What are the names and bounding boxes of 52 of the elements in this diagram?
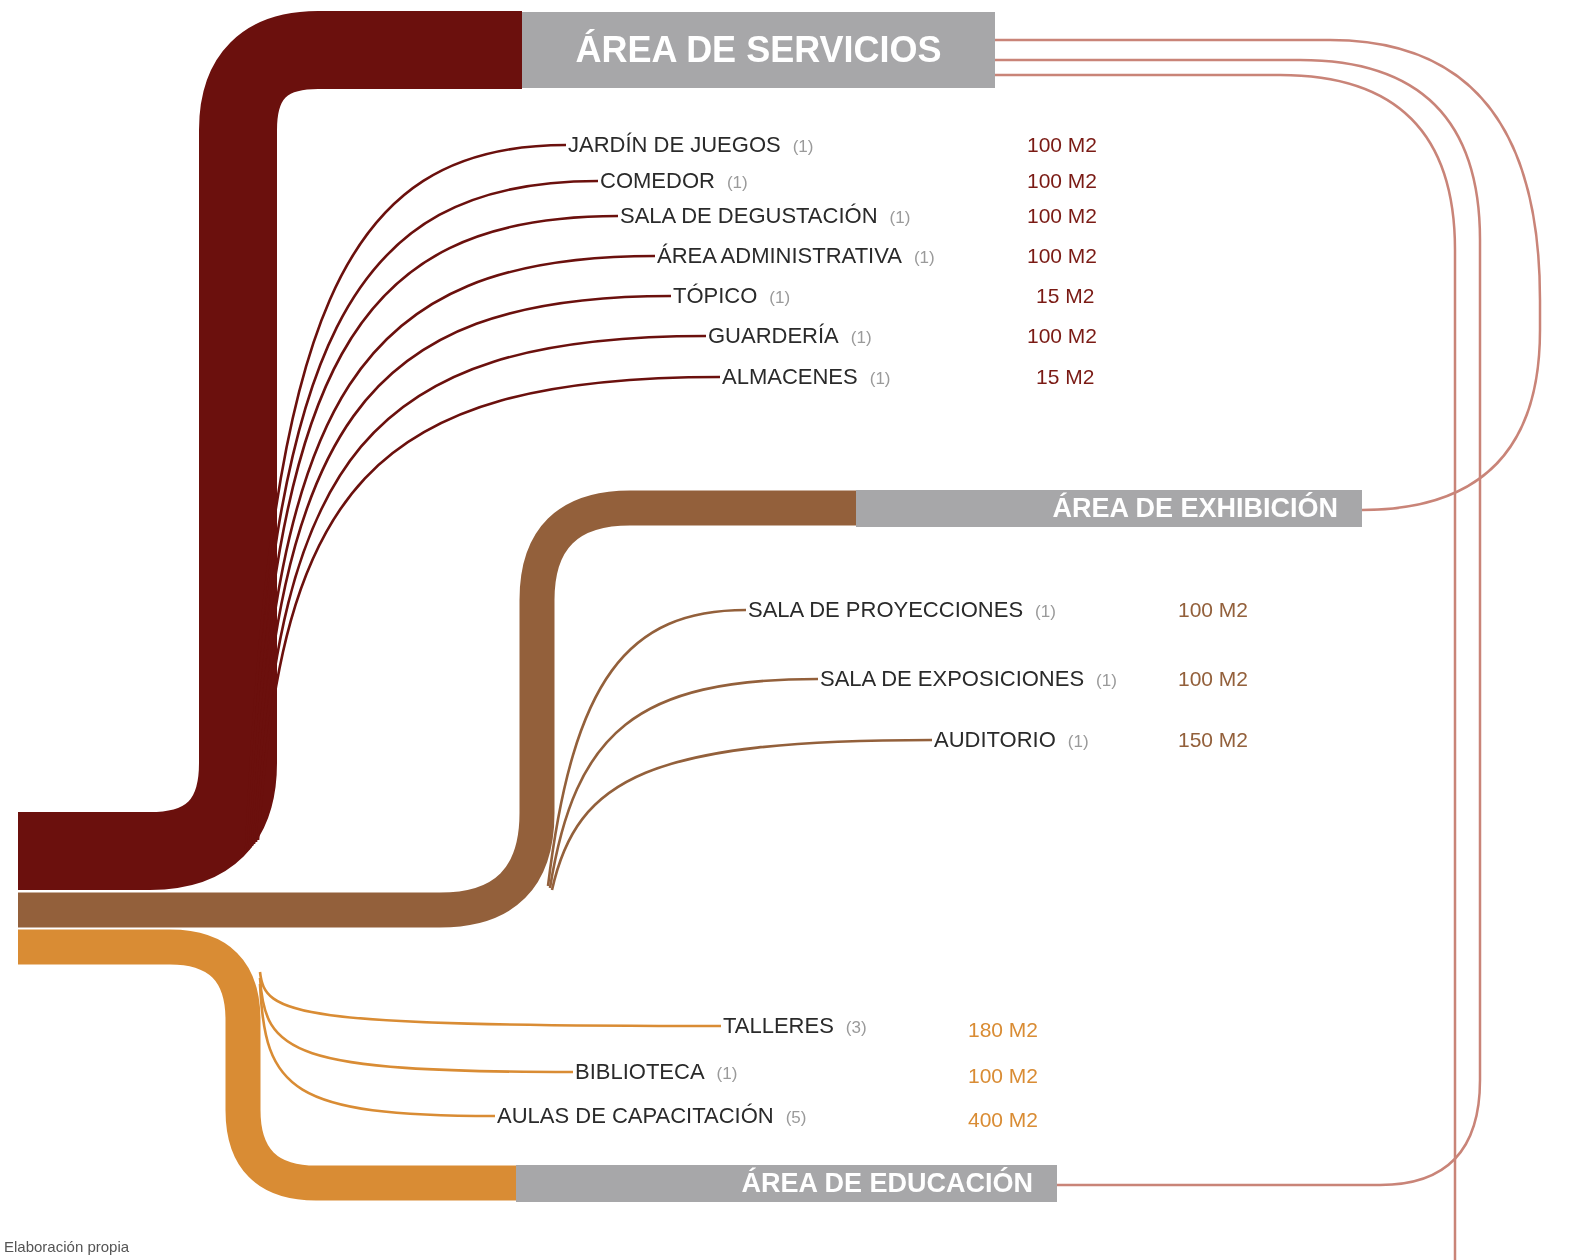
branch-line: [258, 971, 721, 1028]
branch-line: [258, 983, 495, 1118]
area-value: 400 M2: [968, 1107, 1039, 1133]
unit-count: (1): [869, 368, 891, 390]
unit-count: (1): [1035, 601, 1056, 623]
space-name: SALA DE EXPOSICIONES: [820, 665, 1085, 693]
area-value: 15 M2: [1036, 364, 1095, 390]
unit-count: (1): [913, 247, 935, 269]
space-name: COMEDOR: [600, 167, 715, 195]
branch-line: [548, 677, 819, 889]
area-value: 100 M2: [968, 1063, 1039, 1089]
area-value: 100 M2: [1178, 666, 1249, 692]
area-value: 150 M2: [1178, 727, 1249, 753]
branch-line: [258, 977, 573, 1074]
branch-line: [550, 738, 932, 891]
unit-count: (3): [845, 1017, 867, 1039]
space-name: AUDITORIO: [934, 726, 1056, 754]
unit-count: (1): [792, 136, 814, 158]
area-value: 100 M2: [1027, 132, 1098, 158]
section-header-bar: ÁREA DE EXHIBICIÓN: [856, 490, 1362, 527]
area-value: 100 M2: [1027, 243, 1098, 269]
area-value: 180 M2: [968, 1017, 1039, 1043]
unit-count: (1): [1067, 731, 1089, 753]
space-name: GUARDERÍA: [708, 322, 839, 350]
space-name: SALA DE DEGUSTACIÓN: [620, 202, 878, 230]
unit-count: (5): [785, 1107, 807, 1129]
space-name: JARDÍN DE JUEGOS: [568, 131, 781, 159]
branch-line: [546, 608, 747, 887]
source-caption: Elaboración propia: [4, 1237, 130, 1257]
unit-count: (1): [889, 207, 911, 229]
space-name: ÁREA ADMINISTRATIVA: [657, 242, 902, 270]
section-header-bar: ÁREA DE EDUCACIÓN: [516, 1165, 1057, 1202]
unit-count: (1): [850, 327, 872, 349]
area-value: 15 M2: [1036, 283, 1095, 309]
section-header-bar: ÁREA DE SERVICIOS: [522, 12, 995, 88]
area-value: 100 M2: [1027, 168, 1098, 194]
space-name: BIBLIOTECA: [575, 1058, 705, 1086]
space-name: ALMACENES: [722, 363, 858, 391]
area-value: 100 M2: [1178, 597, 1249, 623]
space-name: SALA DE PROYECCIONES: [748, 596, 1024, 624]
space-name: TALLERES: [723, 1012, 834, 1040]
flow-band: [18, 929, 516, 1201]
space-name: TÓPICO: [673, 282, 758, 310]
area-value: 100 M2: [1027, 323, 1098, 349]
flow-band: [18, 490, 856, 928]
unit-count: (1): [726, 172, 748, 194]
unit-count: (1): [769, 287, 791, 309]
connector-line: [995, 38, 1542, 512]
area-value: 100 M2: [1027, 203, 1098, 229]
unit-count: (1): [1096, 670, 1117, 692]
unit-count: (1): [716, 1063, 738, 1085]
space-name: AULAS DE CAPACITACIÓN: [497, 1102, 774, 1130]
